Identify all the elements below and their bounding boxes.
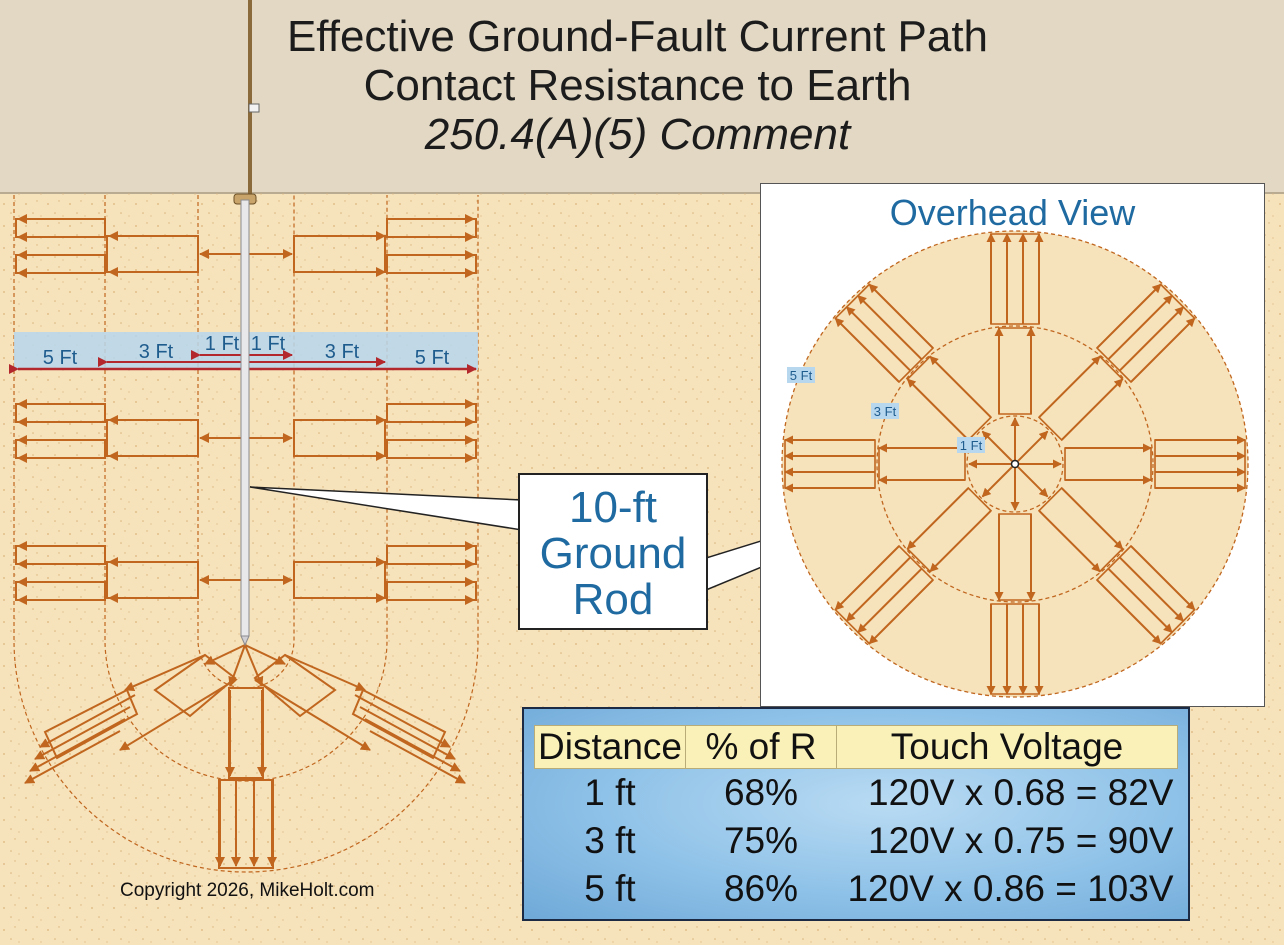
- current-arrow: [354, 694, 451, 748]
- copyright-notice: Copyright 2026, MikeHolt.com: [120, 880, 375, 901]
- current-arrow: [906, 487, 970, 550]
- current-arrow: [39, 694, 136, 748]
- overhead-label-1ft: 1 Ft: [960, 438, 983, 453]
- arrow-bracket: [153, 653, 237, 718]
- overhead-label-3ft-bg: [871, 403, 899, 419]
- current-arrow: [359, 706, 456, 760]
- arrow-bracket: [43, 688, 139, 760]
- current-arrow: [1038, 355, 1101, 419]
- table-row: 3 ft 75% 120V x 0.75 = 90V: [535, 817, 1178, 865]
- current-arrow: [929, 355, 992, 419]
- cell-touch-voltage: 120V x 0.68 = 82V: [868, 772, 1174, 813]
- distance-label-5ft-right: 5 Ft: [415, 347, 450, 369]
- current-arrow: [1096, 283, 1162, 349]
- cell-percent: 86%: [723, 868, 799, 909]
- current-arrow: [981, 463, 1016, 498]
- distance-label-3ft-left: 3 Ft: [139, 341, 174, 363]
- current-arrow: [284, 654, 366, 691]
- current-flow-arrows: [15, 214, 477, 869]
- current-arrow: [29, 718, 126, 772]
- cell-percent: 75%: [723, 820, 799, 861]
- current-arrow: [1118, 306, 1184, 372]
- ground-rod: [240, 199, 250, 637]
- arrow-bracket: [351, 688, 447, 760]
- cell-touch-voltage: 120V x 0.86 = 103V: [847, 868, 1174, 909]
- current-arrow: [1130, 545, 1196, 611]
- above-ground-band: [0, 0, 1284, 194]
- current-arrow: [119, 679, 236, 751]
- title-line-2: Contact Resistance to Earth: [363, 61, 912, 110]
- title-line-3: 250.4(A)(5) Comment: [424, 110, 851, 159]
- current-arrow: [857, 567, 923, 633]
- overhead-zone-3ft: [876, 325, 1154, 603]
- cell-distance: 5 ft: [584, 868, 636, 909]
- header-percent-r: % of R: [685, 725, 837, 769]
- callout-line-2: Ground: [539, 529, 687, 578]
- current-arrow: [1130, 317, 1196, 383]
- current-arrow: [34, 706, 131, 760]
- current-arrow: [1118, 556, 1184, 622]
- current-arrow: [1107, 295, 1173, 361]
- ground-rod-callout: 10-ft Ground Rod: [518, 473, 708, 630]
- current-arrow: [929, 509, 992, 573]
- current-arrow: [24, 730, 121, 784]
- overhead-view-panel: 5 Ft 3 Ft 1 Ft Overhead View: [760, 183, 1265, 707]
- current-arrow: [846, 556, 912, 622]
- overhead-label-5ft-bg: [787, 367, 815, 383]
- current-arrow: [1060, 487, 1124, 550]
- table-row: 1 ft 68% 120V x 0.68 = 82V: [535, 769, 1178, 818]
- current-arrow: [1038, 509, 1101, 573]
- overhead-label-5ft: 5 Ft: [790, 368, 813, 383]
- overhead-rod-point: [1010, 459, 1020, 469]
- current-arrow: [1014, 463, 1049, 498]
- current-arrow: [981, 430, 1016, 465]
- distance-label-1ft-right: 1 Ft: [251, 333, 286, 355]
- table-row: 5 ft 86% 120V x 0.86 = 103V: [535, 865, 1178, 913]
- overhead-zone-1ft: [966, 415, 1064, 513]
- arrow-bracket: [253, 653, 337, 718]
- overhead-label-3ft: 3 Ft: [874, 404, 897, 419]
- current-arrow: [254, 679, 371, 751]
- ground-rod-tip: [240, 635, 250, 647]
- current-arrow: [846, 306, 912, 372]
- cell-touch-voltage: 120V x 0.75 = 90V: [868, 820, 1174, 861]
- table-header-row: Distance % of R Touch Voltage: [534, 725, 1178, 769]
- overhead-current-arrows: [784, 233, 1246, 695]
- overhead-view-diagram: 5 Ft 3 Ft 1 Ft: [781, 230, 1249, 698]
- distance-label-1ft-left: 1 Ft: [205, 333, 240, 355]
- current-arrow: [364, 718, 461, 772]
- current-arrow: [1014, 430, 1049, 465]
- callout-line-1: 10-ft: [568, 483, 658, 532]
- header-distance: Distance: [534, 725, 686, 769]
- current-arrow: [857, 295, 923, 361]
- title-block: Effective Ground-Fault Current Path Cont…: [200, 12, 1075, 159]
- current-arrow: [244, 644, 264, 687]
- current-arrow: [124, 654, 206, 691]
- current-arrow: [369, 730, 466, 784]
- cell-percent: 68%: [723, 772, 799, 813]
- current-arrow: [834, 317, 900, 383]
- current-arrow: [1107, 567, 1173, 633]
- overhead-view-title: Overhead View: [889, 192, 1136, 233]
- touch-voltage-table: Distance % of R Touch Voltage 1 ft 68% 1…: [534, 725, 1178, 913]
- cell-distance: 3 ft: [584, 820, 636, 861]
- current-arrow: [868, 579, 934, 645]
- current-arrow: [1060, 378, 1124, 441]
- cell-distance: 1 ft: [584, 772, 636, 813]
- touch-voltage-table-panel: Distance % of R Touch Voltage 1 ft 68% 1…: [522, 707, 1190, 921]
- header-touch-voltage: Touch Voltage: [836, 725, 1178, 769]
- title-line-1: Effective Ground-Fault Current Path: [286, 12, 989, 61]
- current-arrow: [906, 378, 970, 441]
- current-arrow: [868, 283, 934, 349]
- callout-line-3: Rod: [572, 575, 654, 624]
- distance-label-5ft-left: 5 Ft: [43, 347, 78, 369]
- conductor-strap: [248, 103, 260, 113]
- current-arrow: [834, 545, 900, 611]
- distance-label-3ft-right: 3 Ft: [325, 341, 360, 363]
- overhead-label-1ft-bg: [957, 437, 985, 453]
- current-arrow: [1096, 579, 1162, 645]
